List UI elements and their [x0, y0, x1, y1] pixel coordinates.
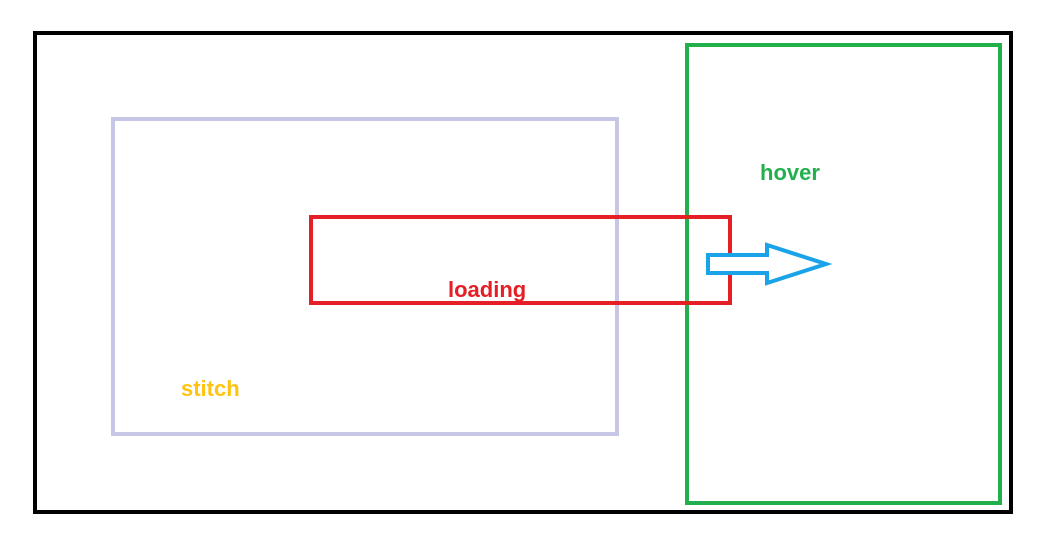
hover-label: hover	[760, 160, 820, 185]
stitch-region	[111, 117, 619, 436]
loading-label: loading	[448, 277, 527, 302]
stitch-label: stitch	[181, 376, 240, 401]
hover-region	[685, 43, 1002, 505]
outer-frame	[33, 31, 1013, 514]
right-arrow-icon	[706, 242, 833, 286]
